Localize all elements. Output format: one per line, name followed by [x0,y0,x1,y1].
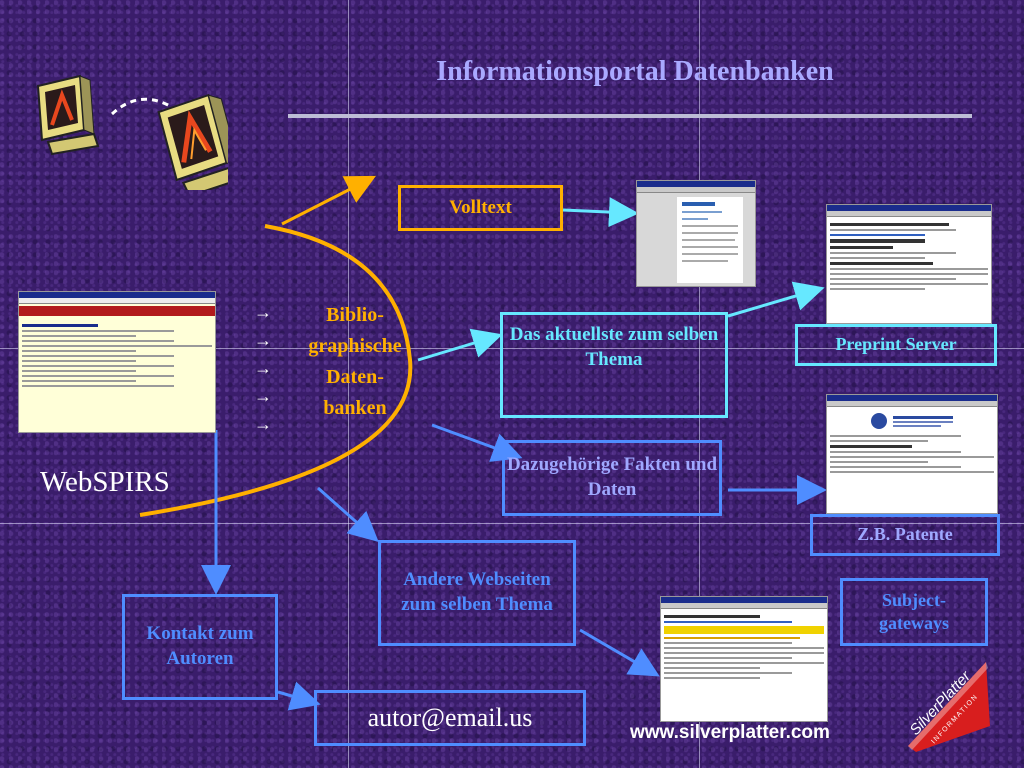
dazugehoerige-box[interactable]: Dazugehörige Fakten und Daten [502,440,722,516]
webspirs-label: WebSPIRS [40,466,170,498]
volltext-screenshot [636,180,756,287]
silverplatter-logo: SilverPlatter INFORMATION [906,662,990,752]
andere-webseiten-box[interactable]: Andere Webseiten zum selben Thema [378,540,576,646]
biblio-label: Biblio- graphische Daten- banken [308,304,402,419]
patente-box[interactable]: Z.B. Patente [810,514,1000,556]
arrow-right-icon: → [254,414,272,434]
aktuellste-box[interactable]: Das aktuellste zum selben Thema [500,312,728,418]
grid-line [348,0,349,768]
kontakt-autoren-box[interactable]: Kontakt zum Autoren [122,594,278,700]
patent-screenshot [826,394,998,514]
volltext-box[interactable]: Volltext [398,185,563,231]
grid-line [0,523,1024,524]
webspirs-screenshot [18,291,216,433]
networked-computers-icon [36,74,228,190]
arrow-right-icon: → [254,330,272,350]
email-box[interactable]: autor@email.us [314,690,586,746]
arrow-right-icon: → [254,302,272,322]
grid-line [699,0,700,768]
footer-url[interactable]: www.silverplatter.com [630,722,830,743]
title-underline [288,114,972,118]
webpage-screenshot [660,596,828,722]
grid-line [0,348,1024,349]
page-title: Informationsportal Datenbanken [436,56,834,87]
arrow-right-icon: → [254,358,272,378]
arrow-right-icon: → [254,386,272,406]
preprint-screenshot [826,204,992,324]
preprint-server-box[interactable]: Preprint Server [795,324,997,366]
subject-gateways-box[interactable]: Subject-gateways [840,578,988,646]
